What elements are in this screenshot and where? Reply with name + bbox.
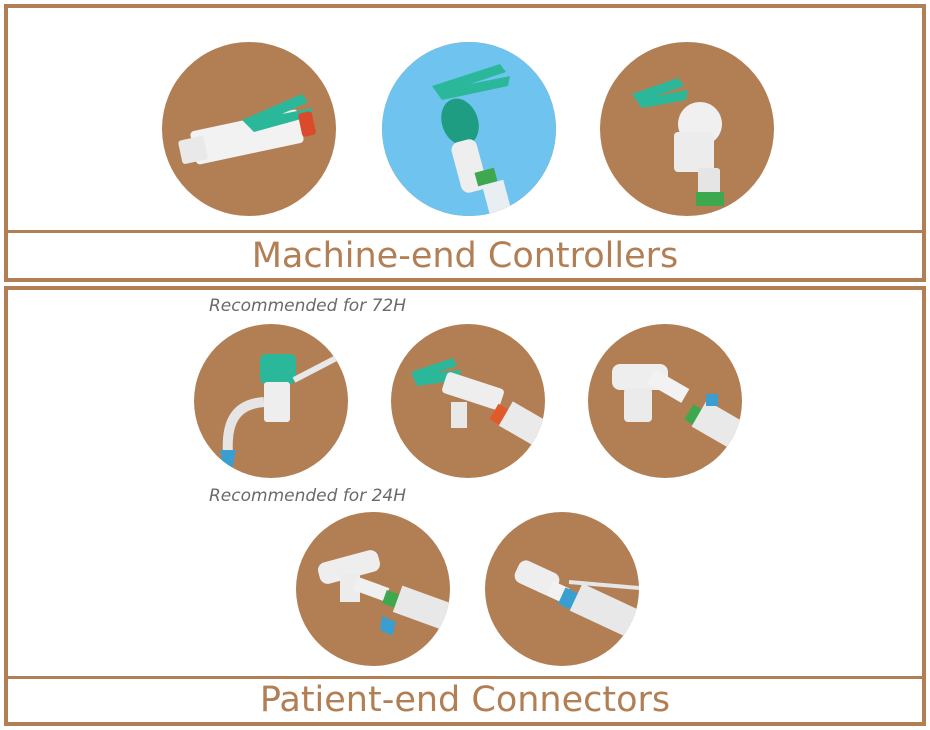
recommendation-24h-label: Recommended for 24H [209,486,407,506]
product-photo-connector-72h-3 [588,324,742,478]
connector-icon [220,351,346,470]
recommendation-72h-label: Recommended for 72H [209,296,407,316]
product-photo-controller-2 [382,42,556,216]
suction-valve-icon [632,78,724,206]
product-photo-controller-3 [600,42,774,216]
product-photo-connector-24h-2 [485,512,639,666]
machine-end-section [4,4,926,282]
connector-icon [411,358,545,447]
product-photo-connector-24h-1 [296,512,450,666]
machine-end-title: Machine-end Controllers [251,236,679,276]
section-divider [4,230,926,233]
patient-end-section [4,286,926,726]
connector-icon [612,364,742,450]
section-divider [4,676,926,679]
product-photo-connector-72h-1 [194,324,348,478]
suction-valve-icon [382,42,556,216]
patient-end-title: Patient-end Connectors [259,680,671,720]
product-photo-connector-72h-2 [391,324,545,478]
product-photo-controller-1 [162,42,336,216]
connector-icon [318,550,450,636]
suction-controller-icon [178,94,316,165]
connector-icon [514,560,639,639]
